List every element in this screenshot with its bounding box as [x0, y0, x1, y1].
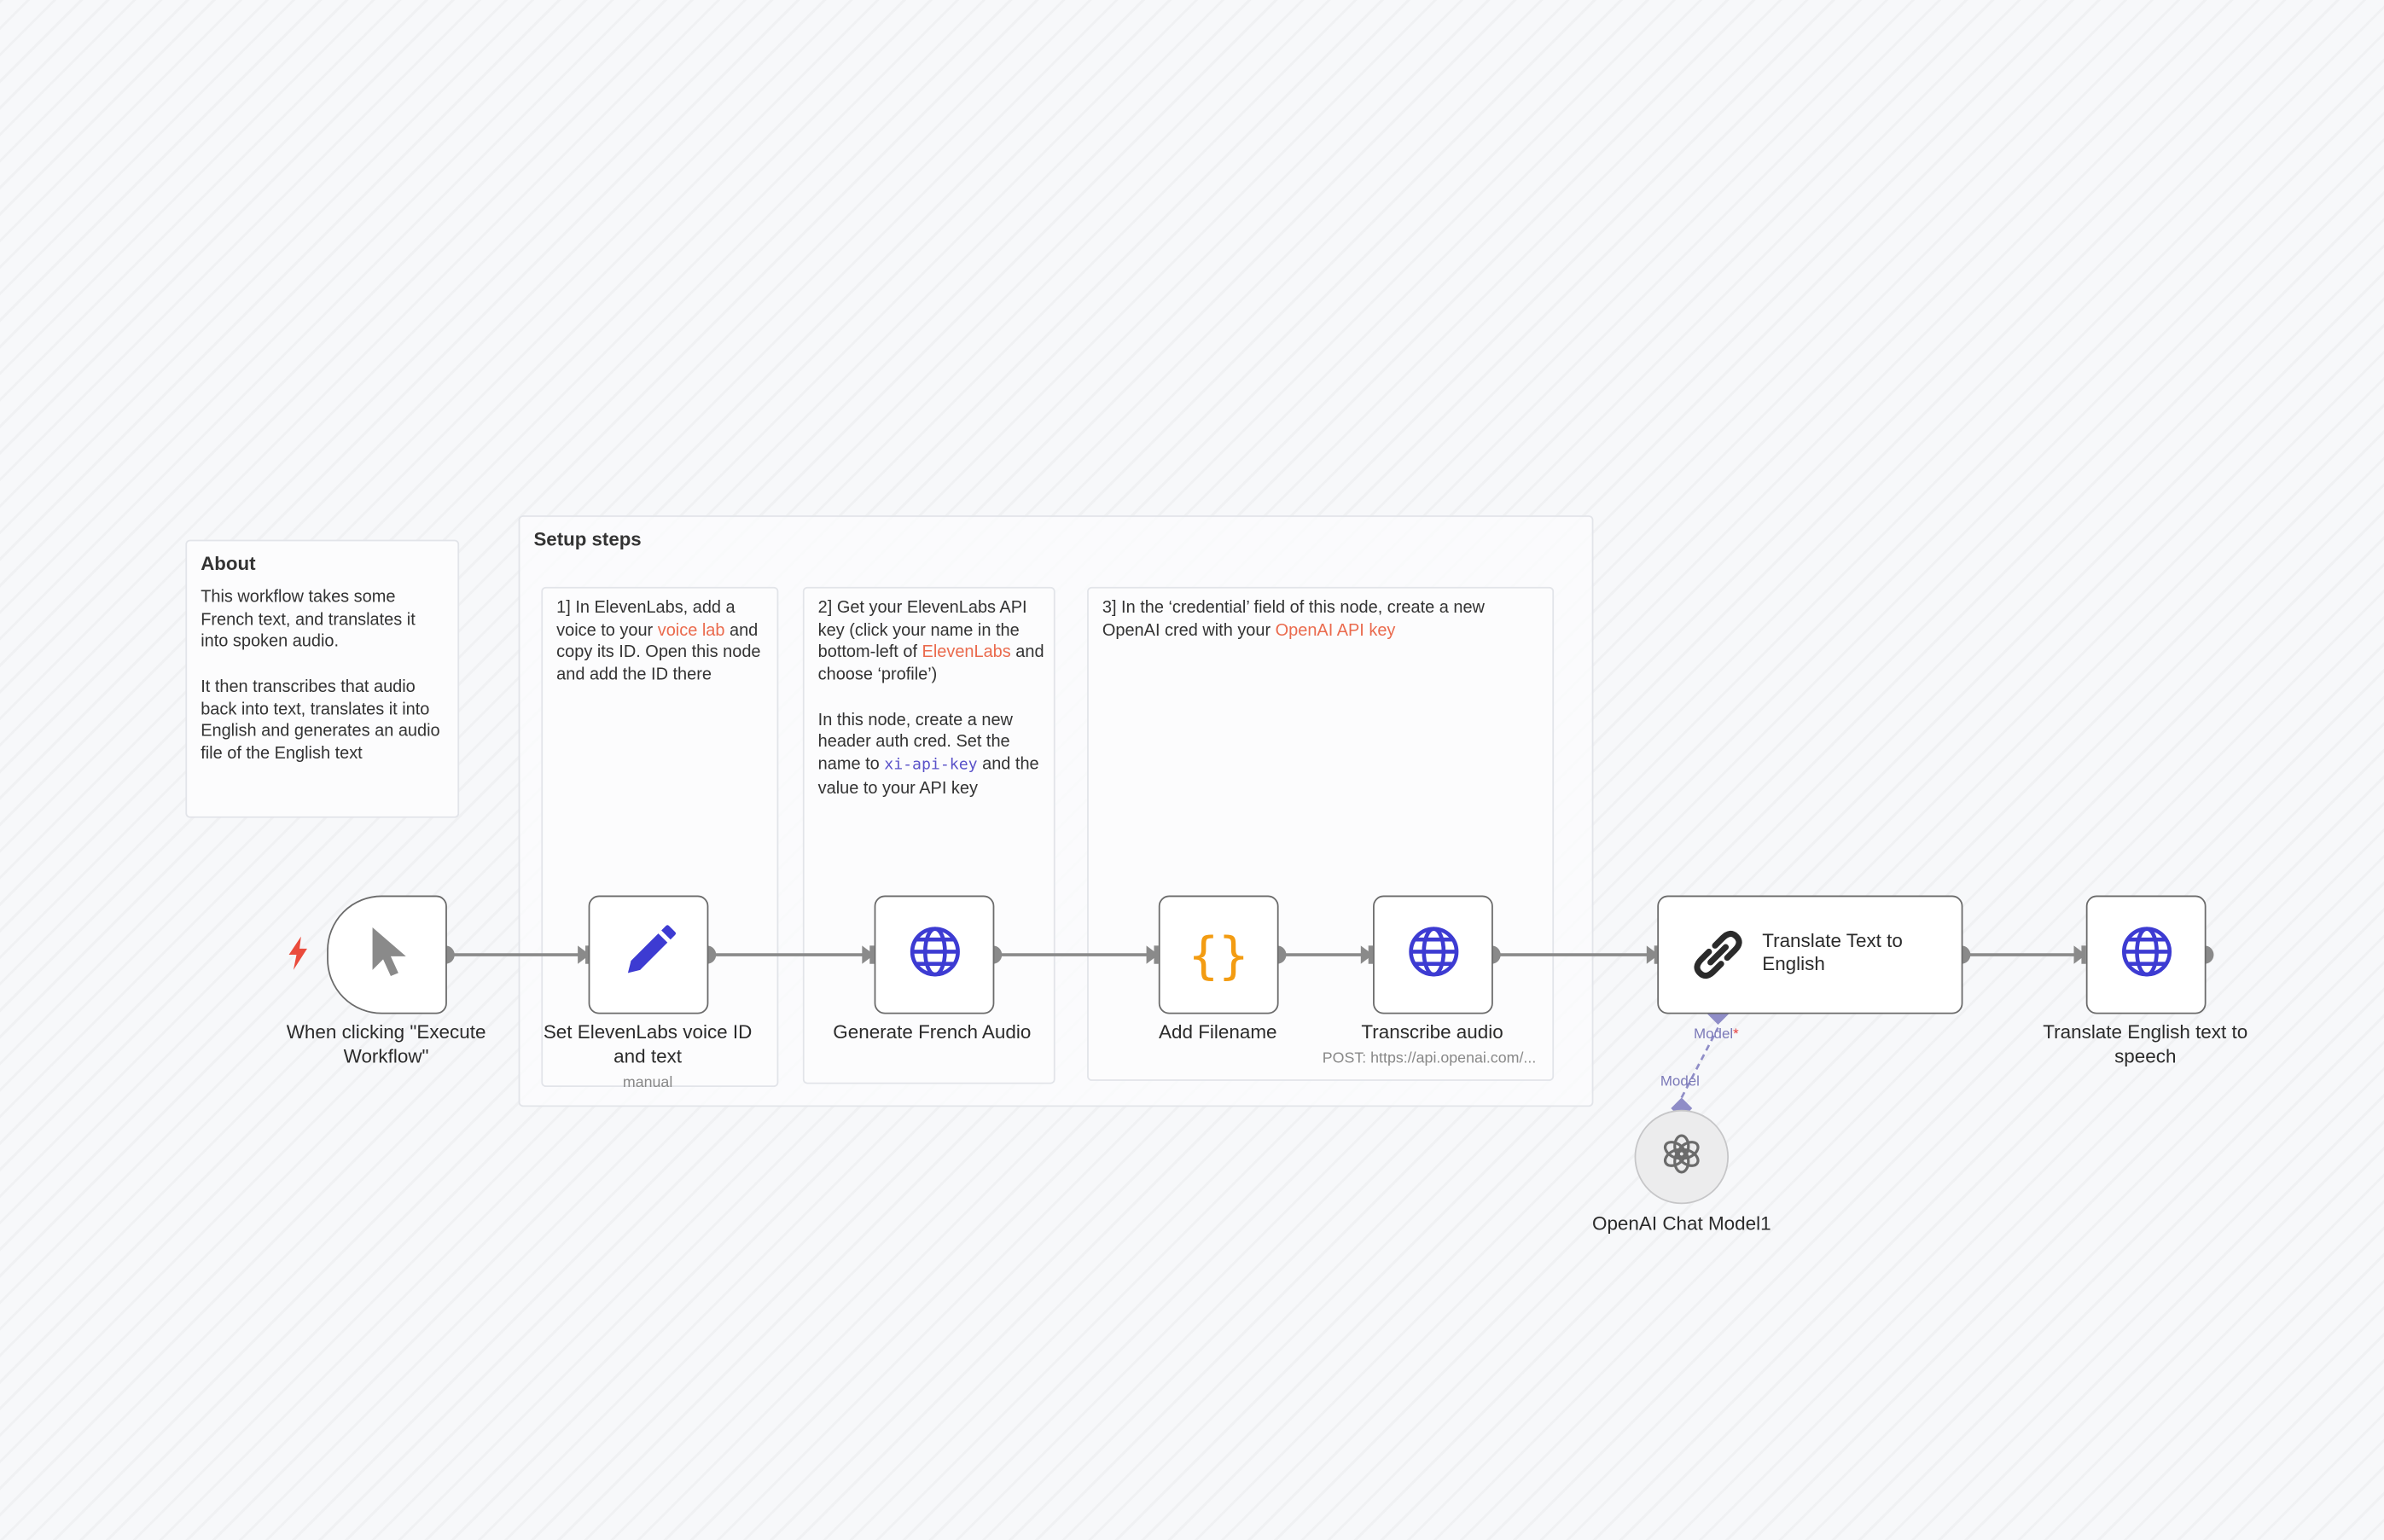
openai-model-port-label: Model: [1660, 1073, 1700, 1090]
arrow-transcribe: [1360, 945, 1374, 964]
arrow-filename: [1146, 945, 1159, 964]
cursor-icon: [364, 924, 410, 986]
trigger-bolt-icon: [288, 936, 309, 978]
translate-text-label: Translate Text to English: [1762, 930, 1903, 975]
code-braces-icon: {}: [1188, 925, 1249, 985]
openai-chat-model-node[interactable]: [1634, 1109, 1730, 1205]
set-voice-node-subtitle: manual: [622, 1074, 673, 1092]
add-filename-node[interactable]: {}: [1158, 895, 1279, 1014]
xi-api-key-code: xi-api-key: [884, 757, 978, 774]
set-voice-node-label: Set ElevenLabs voice ID and text: [543, 1021, 753, 1067]
generate-french-audio-node[interactable]: [874, 895, 995, 1014]
add-filename-label: Add Filename: [1159, 1021, 1277, 1043]
tts-node-label: Translate English text to speech: [2043, 1021, 2248, 1067]
arrow-gen: [862, 945, 875, 964]
globe-icon: [1405, 924, 1460, 986]
arrow-set: [578, 945, 590, 964]
trigger-node[interactable]: [327, 895, 447, 1014]
transcribe-audio-subtitle: POST: https://api.openai.com/...: [1322, 1050, 1537, 1067]
about-text: This workflow takes some French text, an…: [201, 588, 440, 764]
step3-text: 3] In the ‘credential’ field of this nod…: [1102, 599, 1490, 640]
step2-sticky-note[interactable]: 2] Get your ElevenLabs API key (click yo…: [802, 586, 1055, 1084]
about-title: About: [201, 553, 256, 575]
openai-api-key-link[interactable]: OpenAI API key: [1275, 621, 1396, 640]
step1-text: 1] In ElevenLabs, add a voice to your vo…: [556, 599, 766, 685]
transcribe-audio-node[interactable]: [1373, 895, 1493, 1014]
tts-node[interactable]: [2085, 895, 2207, 1014]
elevenlabs-link[interactable]: ElevenLabs: [922, 643, 1011, 662]
input-port-transcribe: [1368, 945, 1374, 964]
input-port-gen: [869, 945, 875, 964]
voice-lab-link[interactable]: voice lab: [657, 621, 725, 640]
edge-model-translate: [1680, 1026, 1719, 1099]
input-port-set: [585, 945, 590, 964]
step2-text: 2] Get your ElevenLabs API key (click yo…: [817, 599, 1044, 798]
step1-sticky-note[interactable]: 1] In ElevenLabs, add a voice to your vo…: [541, 586, 779, 1088]
generate-french-audio-label: Generate French Audio: [833, 1021, 1032, 1043]
trigger-node-label: When clicking "Execute Workflow": [286, 1021, 486, 1067]
input-port-filename: [1154, 945, 1159, 964]
openai-chat-model-label: OpenAI Chat Model1: [1591, 1212, 1771, 1235]
globe-icon: [2119, 924, 2173, 986]
chain-link-icon: [1692, 929, 1744, 988]
set-voice-node[interactable]: [588, 895, 709, 1014]
translate-text-node[interactable]: Translate Text to English: [1657, 895, 1963, 1014]
translate-model-port-label: Model*: [1694, 1026, 1739, 1043]
globe-icon: [907, 924, 962, 986]
setup-steps-title: Setup steps: [533, 529, 642, 551]
transcribe-audio-label: Transcribe audio: [1361, 1021, 1503, 1043]
input-port-tts: [2081, 945, 2086, 964]
arrow-tts: [2073, 945, 2086, 964]
arrow-translate: [1646, 945, 1660, 964]
about-sticky-note[interactable]: About This workflow takes some French te…: [185, 539, 460, 818]
pencil-icon: [621, 924, 676, 986]
openai-icon: [1660, 1132, 1703, 1183]
input-port-translate: [1654, 945, 1660, 964]
